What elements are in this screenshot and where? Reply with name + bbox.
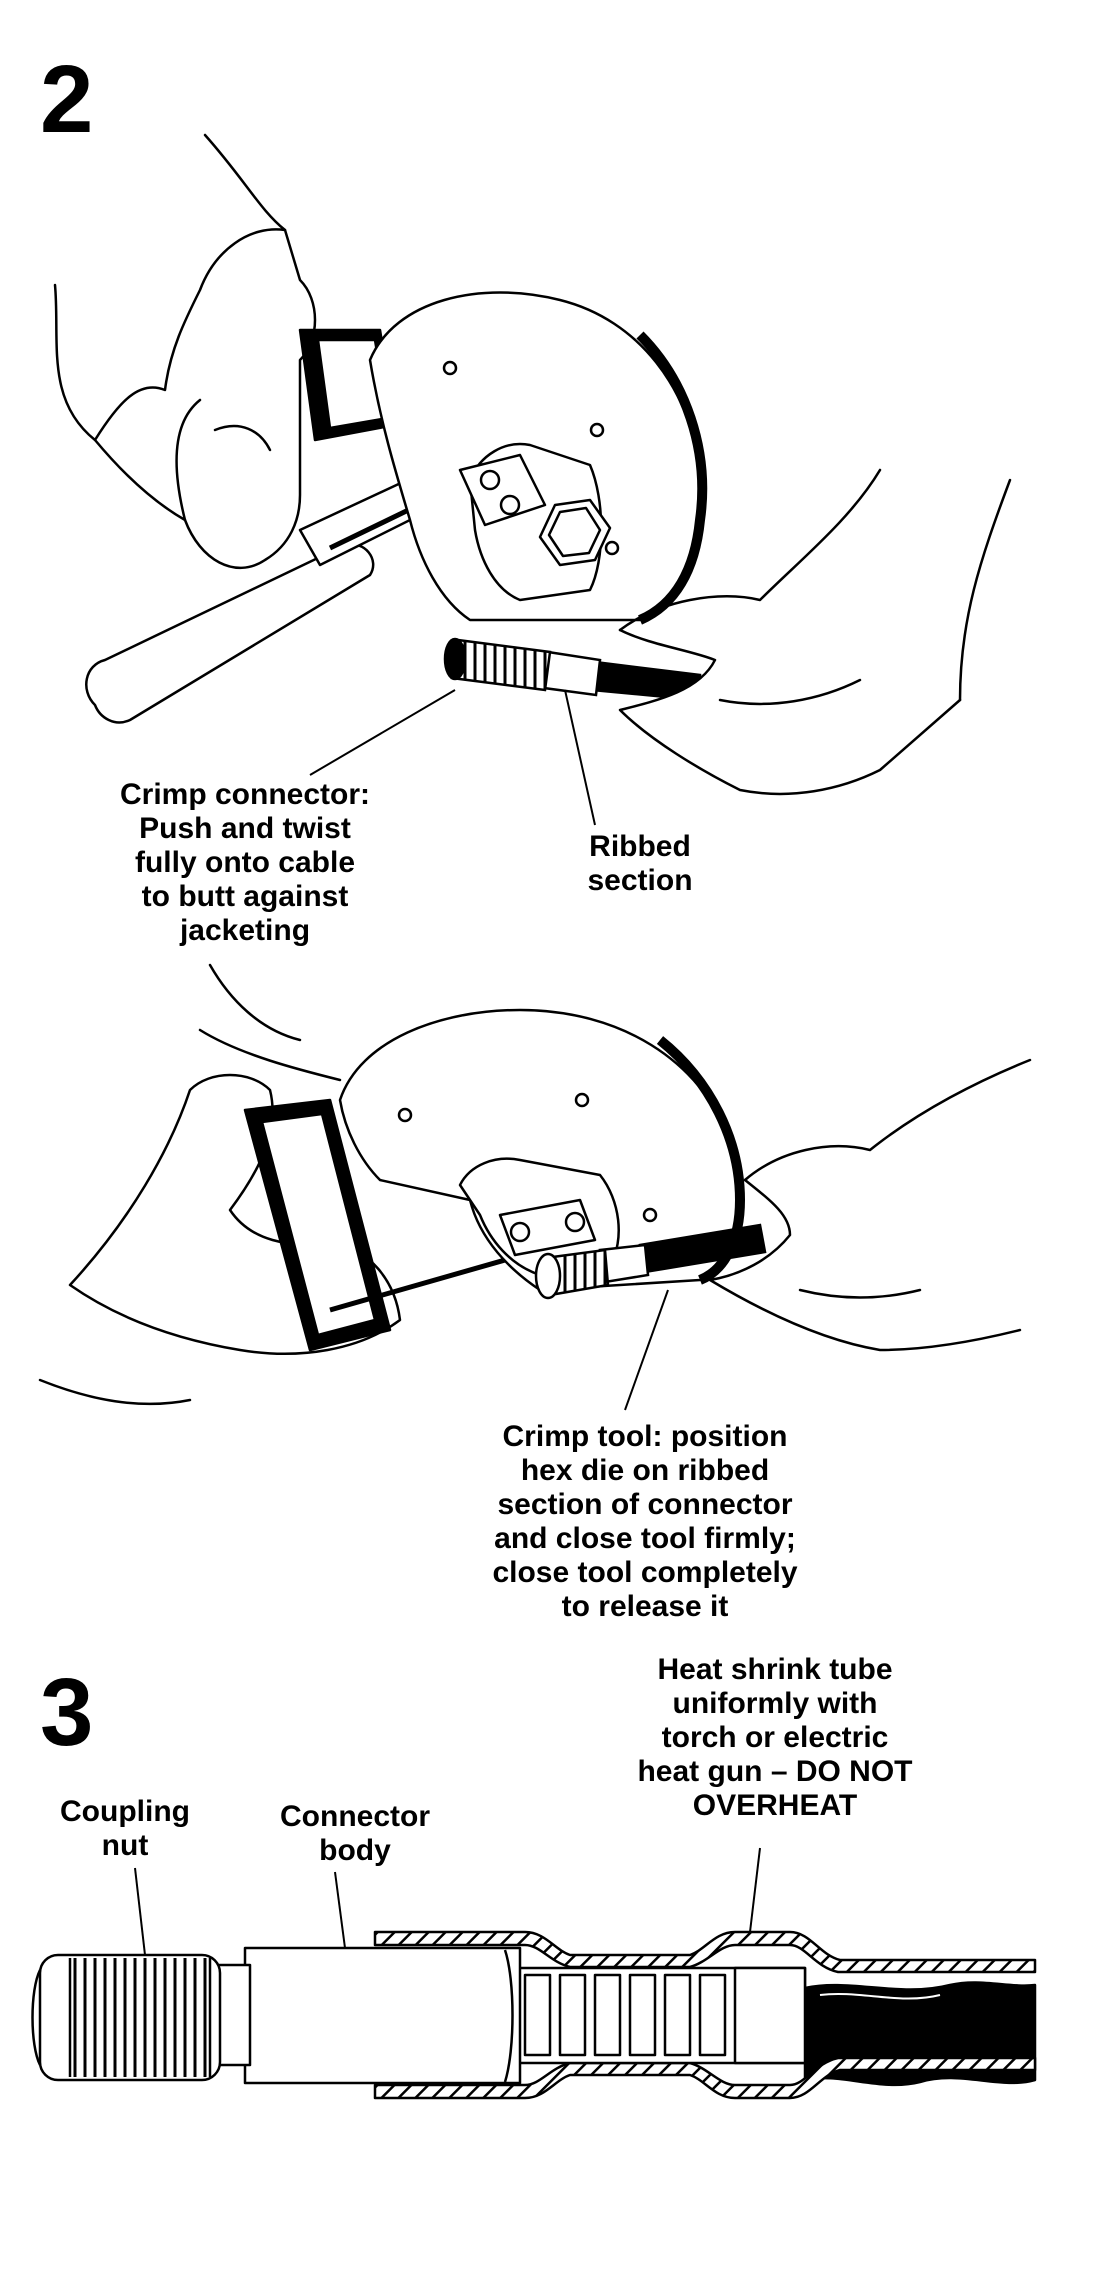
step-3-number: 3 [40, 1659, 94, 1766]
hand-holding-crimp-tool-top [55, 135, 315, 568]
hand-holding-cable-bottom [710, 1060, 1030, 1350]
heat-shrink-label: Heat shrink tube uniformly with torch or… [637, 1653, 913, 1822]
leader-lines-top [310, 690, 595, 825]
leader-line-crimp-tool [625, 1290, 668, 1410]
leader-lines-step3 [135, 1848, 760, 1955]
connector-body-label: Connector body [280, 1800, 430, 1867]
coupling-nut-label: Coupling nut [60, 1795, 190, 1862]
ribbed-section-label: Ribbed section [587, 830, 693, 897]
crimp-tool-label: Crimp tool: position hex die on ribbed s… [492, 1420, 798, 1623]
cable-with-connector-bottom [536, 1225, 765, 1298]
crimp-connector-label: Crimp connector: Push and twist fully on… [119, 778, 371, 947]
connector-cross-section [33, 1932, 1036, 2098]
crimp-tool-bottom [245, 1010, 740, 1350]
cable-with-connector-top [445, 639, 700, 700]
hand-holding-cable-top [620, 470, 1010, 794]
step-2-number: 2 [40, 46, 94, 153]
crimp-tool-top [86, 293, 702, 723]
